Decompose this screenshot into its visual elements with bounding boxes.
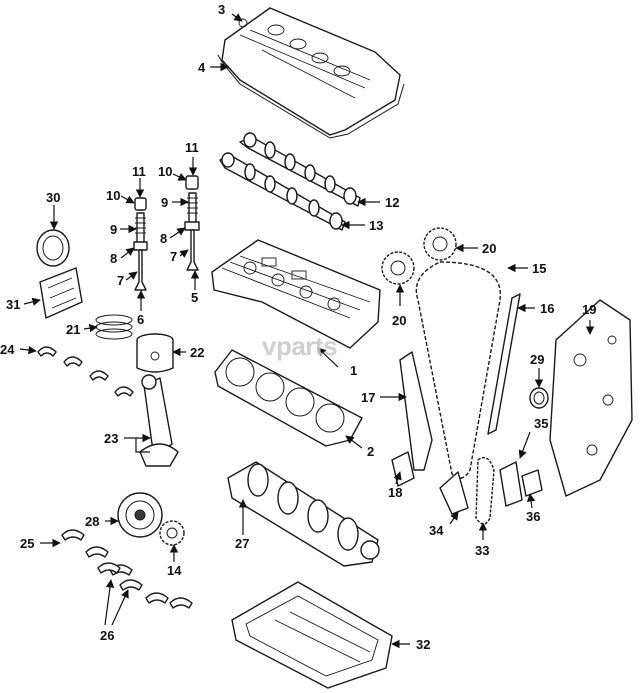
callout-10-right: 10: [158, 164, 172, 179]
callout-30: 30: [46, 190, 60, 205]
callout-24: 24: [0, 342, 15, 357]
piston: [136, 333, 174, 373]
callout-36: 36: [526, 509, 540, 524]
cylinder-head: [211, 239, 381, 349]
callout-12: 12: [385, 195, 399, 210]
callout-7-right: 7: [170, 249, 177, 264]
callout-16: 16: [540, 301, 554, 316]
callout-labels: 3 4 12 13 11 10 9 8 7 6 11 10 9 8 7 5 1 …: [0, 2, 596, 652]
callout-8-left: 8: [110, 251, 117, 266]
chain-tensioner: [391, 451, 415, 487]
callout-4: 4: [198, 60, 206, 75]
timing-cover: [549, 299, 633, 497]
oil-pump-chain-guide: [439, 471, 469, 515]
watermark: vparts: [262, 331, 337, 361]
chain-guide: [487, 293, 521, 435]
callout-27: 27: [235, 536, 249, 551]
main-bearing-set-lower: [97, 562, 193, 609]
callout-22: 22: [190, 345, 204, 360]
callout-14: 14: [167, 563, 182, 578]
crankshaft: [227, 461, 380, 567]
connecting-rod: [139, 374, 179, 467]
callout-20-top: 20: [482, 241, 496, 256]
valve-cover: [221, 7, 401, 136]
callout-29: 29: [530, 352, 544, 367]
seal-cover: [39, 267, 83, 319]
callout-26: 26: [100, 628, 114, 643]
callout-3: 3: [218, 2, 225, 17]
oil-pump-tensioner: [499, 461, 523, 507]
callout-9-right: 9: [161, 195, 168, 210]
callout-13: 13: [369, 218, 383, 233]
callout-25: 25: [20, 536, 34, 551]
callout-32: 32: [416, 637, 430, 652]
cam-sprocket-exhaust: [423, 227, 457, 261]
callout-6: 6: [137, 312, 144, 327]
callout-11-left: 11: [132, 164, 146, 179]
crank-sprocket: [159, 520, 185, 546]
valve-assembly-intake: [133, 197, 148, 291]
callout-33: 33: [475, 543, 489, 558]
callout-5: 5: [191, 290, 198, 305]
callout-28: 28: [85, 514, 99, 529]
callout-20-bottom: 20: [392, 313, 406, 328]
valve-cover-gasket: [217, 54, 405, 139]
valve-assembly-exhaust: [184, 175, 200, 271]
callout-17: 17: [361, 390, 375, 405]
chain-tensioner-arm: [399, 351, 433, 471]
rod-bearing-set: [37, 346, 134, 397]
callout-11-right: 11: [185, 140, 199, 155]
callout-9-left: 9: [110, 222, 117, 237]
callout-1: 1: [350, 363, 357, 378]
timing-chain: [415, 261, 501, 479]
callout-34: 34: [429, 523, 444, 538]
oil-pump-sprocket: [521, 469, 543, 497]
oil-pump-chain: [475, 456, 495, 525]
callout-15: 15: [532, 261, 546, 276]
leader-lines: [19, 13, 595, 649]
callout-2: 2: [367, 444, 374, 459]
callout-8-right: 8: [160, 231, 167, 246]
head-gasket: [214, 349, 363, 447]
piston-rings: [95, 314, 133, 340]
callout-10-left: 10: [106, 188, 120, 203]
oil-seal-front: [529, 387, 549, 409]
callout-7-left: 7: [117, 273, 124, 288]
callout-31: 31: [6, 297, 20, 312]
callout-35: 35: [534, 416, 548, 431]
callout-18: 18: [388, 485, 402, 500]
callout-23: 23: [104, 431, 118, 446]
callout-19: 19: [582, 302, 596, 317]
cam-sprocket-intake: [381, 251, 415, 285]
main-bearing-set-upper: [61, 529, 133, 576]
oil-pan: [231, 581, 393, 689]
oil-seal: [36, 229, 70, 267]
callout-21: 21: [66, 322, 80, 337]
crank-pulley: [117, 492, 163, 538]
